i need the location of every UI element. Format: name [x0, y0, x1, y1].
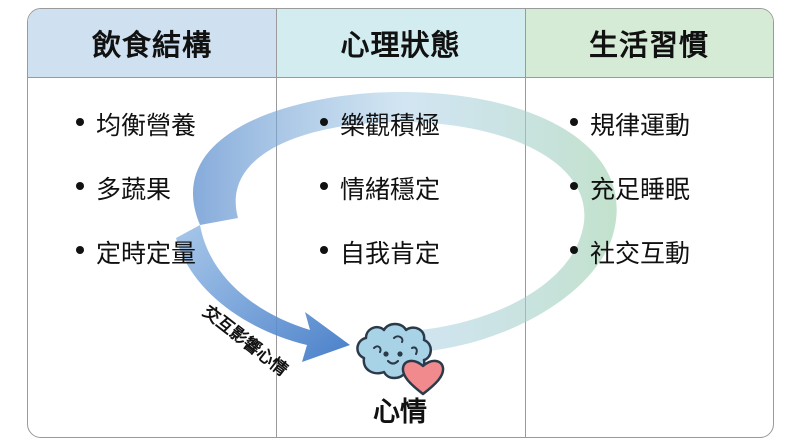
bullet-icon — [76, 118, 84, 126]
column-header-diet: 飲食結構 — [28, 9, 276, 78]
arrow-body — [176, 225, 350, 362]
bullet-icon — [320, 118, 328, 126]
bullet-icon — [320, 246, 328, 254]
list-item: 定時定量 — [76, 234, 196, 298]
list-item: 樂觀積極 — [320, 106, 440, 170]
list-item: 情緒穩定 — [320, 170, 440, 234]
bullet-icon — [570, 118, 578, 126]
brain-with-heart-icon — [356, 322, 445, 396]
lifestyle-list: 規律運動 充足睡眠 社交互動 — [570, 106, 690, 298]
diagram-frame: 飲食結構 心理狀態 生活習慣 — [27, 8, 774, 438]
column-header-lifestyle: 生活習慣 — [525, 9, 773, 78]
mind-list: 樂觀積極 情緒穩定 自我肯定 — [320, 106, 440, 298]
list-item: 充足睡眠 — [570, 170, 690, 234]
bullet-icon — [320, 182, 328, 190]
heart-icon — [401, 359, 445, 396]
list-item: 規律運動 — [570, 106, 690, 170]
bullet-icon — [570, 182, 578, 190]
column-divider-2 — [525, 9, 526, 437]
list-item: 社交互動 — [570, 234, 690, 298]
bullet-icon — [76, 182, 84, 190]
column-divider-1 — [276, 9, 277, 437]
bullet-icon — [570, 246, 578, 254]
diet-list: 均衡營養 多蔬果 定時定量 — [76, 106, 196, 298]
list-item: 自我肯定 — [320, 234, 440, 298]
center-label: 心情 — [373, 397, 427, 428]
bullet-icon — [76, 246, 84, 254]
list-item: 均衡營養 — [76, 106, 196, 170]
list-item: 多蔬果 — [76, 170, 196, 234]
column-header-mind: 心理狀態 — [276, 9, 525, 78]
